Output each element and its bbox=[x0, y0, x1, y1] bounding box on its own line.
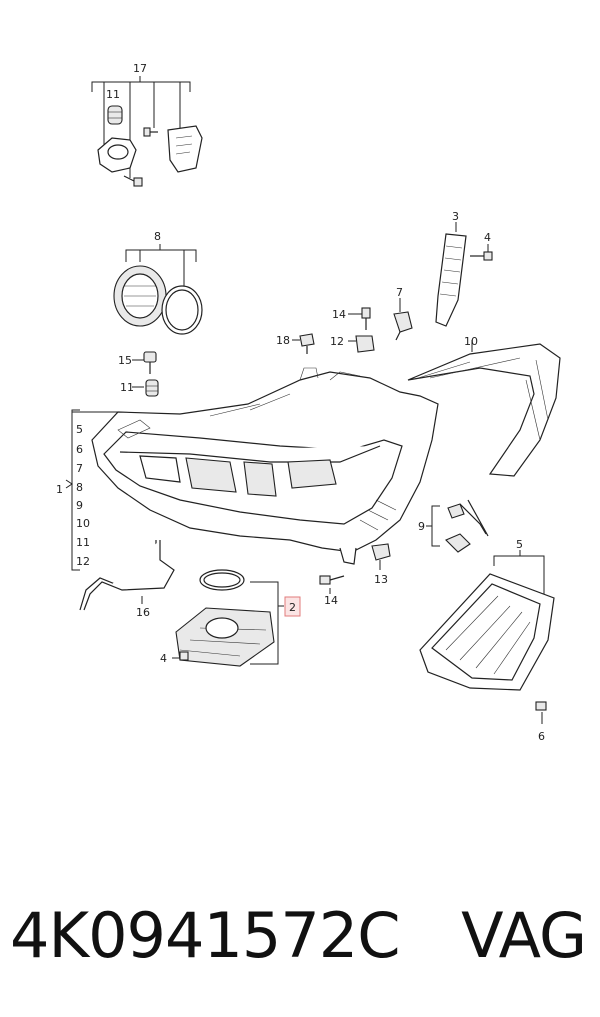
callout-3: 3 bbox=[452, 210, 459, 223]
callout-11-mid: 11 bbox=[120, 381, 134, 394]
callout-8: 8 bbox=[154, 230, 161, 243]
callout-6-list: 6 bbox=[76, 443, 83, 456]
callout-11-top: 11 bbox=[106, 88, 120, 101]
callout-14-top: 14 bbox=[332, 308, 346, 321]
callout-4-lower: 4 bbox=[160, 652, 167, 665]
callout-11-list: 11 bbox=[76, 536, 90, 549]
callout-9-list: 9 bbox=[76, 499, 83, 512]
brand-label: VAG bbox=[461, 898, 587, 972]
callout-12-list: 12 bbox=[76, 555, 90, 568]
screw-14-clip-12-sensor-7 bbox=[348, 298, 413, 353]
callout-13: 13 bbox=[374, 573, 388, 586]
callout-1: 1 bbox=[56, 483, 63, 496]
callout-18: 18 bbox=[276, 334, 290, 347]
callout-7-top: 7 bbox=[396, 286, 403, 299]
callout-10-list: 10 bbox=[76, 517, 90, 530]
callout-7-list: 7 bbox=[76, 462, 83, 475]
clip-13 bbox=[371, 543, 391, 570]
callout-16: 16 bbox=[136, 606, 150, 619]
group-9-clips bbox=[426, 499, 489, 553]
exploded-parts-diagram: 17 11 8 3 4 7 14 12 18 10 15 11 1 5 6 7 … bbox=[56, 62, 561, 743]
screw-14-lower bbox=[319, 575, 345, 594]
callout-5-right: 5 bbox=[516, 538, 523, 551]
callout-6-right: 6 bbox=[538, 730, 545, 743]
callout-8-list: 8 bbox=[76, 481, 83, 494]
callout-4-top: 4 bbox=[484, 231, 491, 244]
callout-14-lower: 14 bbox=[324, 594, 338, 607]
trim-frame-10 bbox=[407, 340, 561, 477]
screw-15-and-grommet-11 bbox=[132, 351, 159, 397]
group-8-cap-and-seal bbox=[113, 244, 203, 335]
strip-3-and-screw-4 bbox=[435, 222, 493, 327]
highlighted-callout-box bbox=[284, 596, 301, 617]
callout-5-list: 5 bbox=[76, 423, 83, 436]
drl-module-5 bbox=[419, 550, 555, 724]
callout-9-right: 9 bbox=[418, 520, 425, 533]
callout-15: 15 bbox=[118, 354, 132, 367]
part-number: 4K0941572C bbox=[10, 898, 401, 972]
callout-2: 2 bbox=[289, 601, 296, 614]
hose-16 bbox=[79, 540, 175, 611]
callout-17: 17 bbox=[133, 62, 147, 75]
callout-12-top: 12 bbox=[330, 335, 344, 348]
headlamp-housing-1 bbox=[65, 333, 439, 571]
control-module-2 bbox=[172, 569, 301, 667]
callout-10-top: 10 bbox=[464, 335, 478, 348]
group-17-bracket-assembly bbox=[91, 76, 203, 187]
caption-bar: 4K0941572C VAG bbox=[0, 890, 600, 980]
